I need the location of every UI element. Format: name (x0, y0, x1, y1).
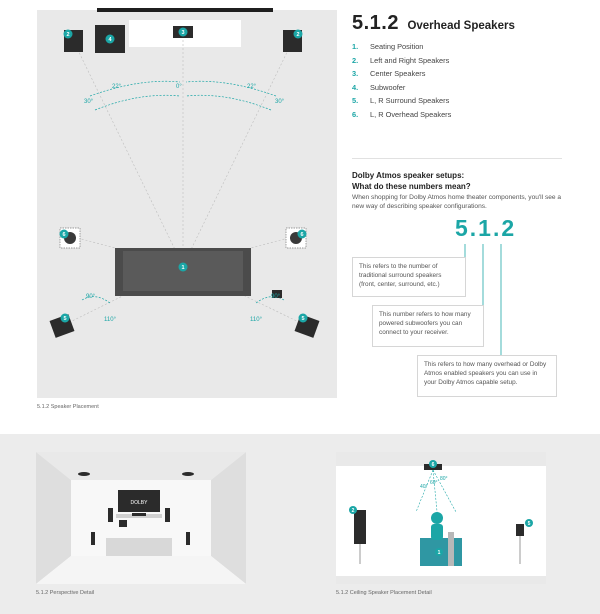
note-overhead: This refers to how many overhead or Dolb… (417, 355, 557, 397)
svg-text:5: 5 (301, 316, 304, 322)
badge-sub: 4 (105, 34, 115, 44)
caption-ceiling: 5.1.2 Ceiling Speaker Placement Detail (336, 590, 432, 596)
svg-text:1: 1 (438, 550, 441, 556)
floor (336, 576, 546, 584)
angle-label: 110° (250, 317, 263, 323)
ceiling (36, 452, 246, 480)
badge-seat: 1 (178, 262, 188, 272)
badge-overhead-left: 6 (59, 229, 69, 239)
left-wall (36, 452, 71, 584)
ceiling (336, 452, 546, 466)
angle-label: 22° (247, 84, 257, 90)
ceiling-badge-left: 2 (349, 506, 357, 514)
angle-label: 90° (86, 294, 96, 300)
angle-label: 80° (440, 476, 448, 482)
legend-item: 5.L, R Surround Speakers (352, 96, 450, 106)
svg-text:6: 6 (62, 232, 65, 238)
config-number: 5.1.2 (455, 215, 517, 241)
ceiling-detail: 40° 60° 80° 6 2 5 1 (336, 452, 546, 584)
angle-label: 30° (84, 99, 94, 105)
badge-surround-right: 5 (298, 313, 308, 323)
ceiling-angle-lines (415, 469, 457, 533)
front-right-speaker (165, 508, 170, 522)
page-title: 5.1.2 Overhead Speakers (352, 12, 515, 35)
legend-item: 2.Left and Right Speakers (352, 55, 450, 65)
caption-placement: 5.1.2 Speaker Placement (37, 404, 99, 410)
floor-marker (272, 290, 282, 298)
tv-logo: DOLBY (131, 500, 149, 506)
angle-label: 22° (112, 84, 122, 90)
subwoofer (119, 520, 127, 527)
surround-speaker (516, 524, 524, 536)
ceiling-speaker-left (78, 472, 90, 476)
svg-text:2: 2 (66, 32, 69, 38)
ceiling-badge-seat: 1 (435, 548, 443, 556)
svg-text:5: 5 (63, 316, 66, 322)
legend-item: 3.Center Speakers (352, 69, 426, 79)
ceiling-speaker-right (182, 472, 194, 476)
badge-surround-left: 5 (60, 313, 70, 323)
note-subwoofer: This number refers to how many powered s… (372, 305, 484, 347)
listener-body (431, 524, 443, 540)
svg-text:3: 3 (181, 30, 184, 36)
svg-text:1: 1 (181, 265, 184, 271)
badge-right: 2 (293, 29, 303, 39)
badge-overhead-right: 6 (297, 229, 307, 239)
right-wall (211, 452, 246, 584)
angle-label: 40° (420, 484, 428, 490)
svg-text:2: 2 (352, 508, 355, 514)
angle-label: 110° (104, 317, 117, 323)
title-subtitle: Overhead Speakers (407, 20, 515, 32)
seat-back (448, 532, 454, 566)
front-left-speaker (108, 508, 113, 522)
svg-text:6: 6 (432, 462, 435, 468)
angle-label: 90° (271, 294, 281, 300)
angle-arcs (81, 80, 285, 304)
front-speaker (354, 510, 366, 544)
legend-list: 1.Seating Position 2.Left and Right Spea… (352, 40, 451, 122)
angle-label: 30° (275, 99, 285, 105)
badge-left: 2 (63, 29, 73, 39)
title-number: 5.1.2 (352, 12, 399, 34)
caption-perspective: 5.1.2 Perspective Detail (36, 590, 95, 596)
perspective-detail: DOLBY (36, 452, 246, 584)
svg-text:6: 6 (300, 232, 303, 238)
divider (352, 158, 562, 159)
ceiling-angle-labels: 40° 60° 80° (420, 476, 448, 490)
screen-bar (97, 8, 273, 12)
note-surround: This refers to the number of traditional… (352, 257, 466, 297)
surround-left-speaker (91, 532, 95, 545)
room-floor (37, 10, 337, 398)
angle-label: 0° (176, 84, 182, 90)
tv (118, 490, 160, 512)
question-heading: Dolby Atmos speaker setups: What do thes… (352, 171, 471, 191)
question-body: When shopping for Dolby Atmos home theat… (352, 194, 562, 210)
speaker-placement-diagram: 2 2 4 3 1 6 6 5 5 22° 30° 0° 22° 30° 90°… (37, 8, 337, 398)
svg-text:2: 2 (296, 32, 299, 38)
floor (36, 556, 246, 584)
badge-center: 3 (178, 27, 188, 37)
center-speaker (132, 513, 146, 516)
ceiling-badge-right: 5 (525, 519, 533, 527)
svg-text:5: 5 (528, 521, 531, 527)
listener-head (431, 512, 443, 524)
svg-text:4: 4 (108, 37, 112, 43)
ceiling-badge-top: 6 (429, 460, 437, 468)
sofa (106, 538, 172, 556)
legend-item: 1.Seating Position (352, 42, 424, 51)
legend-item: 4.Subwoofer (352, 82, 406, 92)
legend-item: 6.L, R Overhead Speakers (352, 109, 452, 119)
angle-labels: 22° 30° 0° 22° 30° 90° 110° 90° 110° (84, 84, 285, 323)
angle-label: 60° (430, 480, 438, 486)
surround-right-speaker (186, 532, 190, 545)
